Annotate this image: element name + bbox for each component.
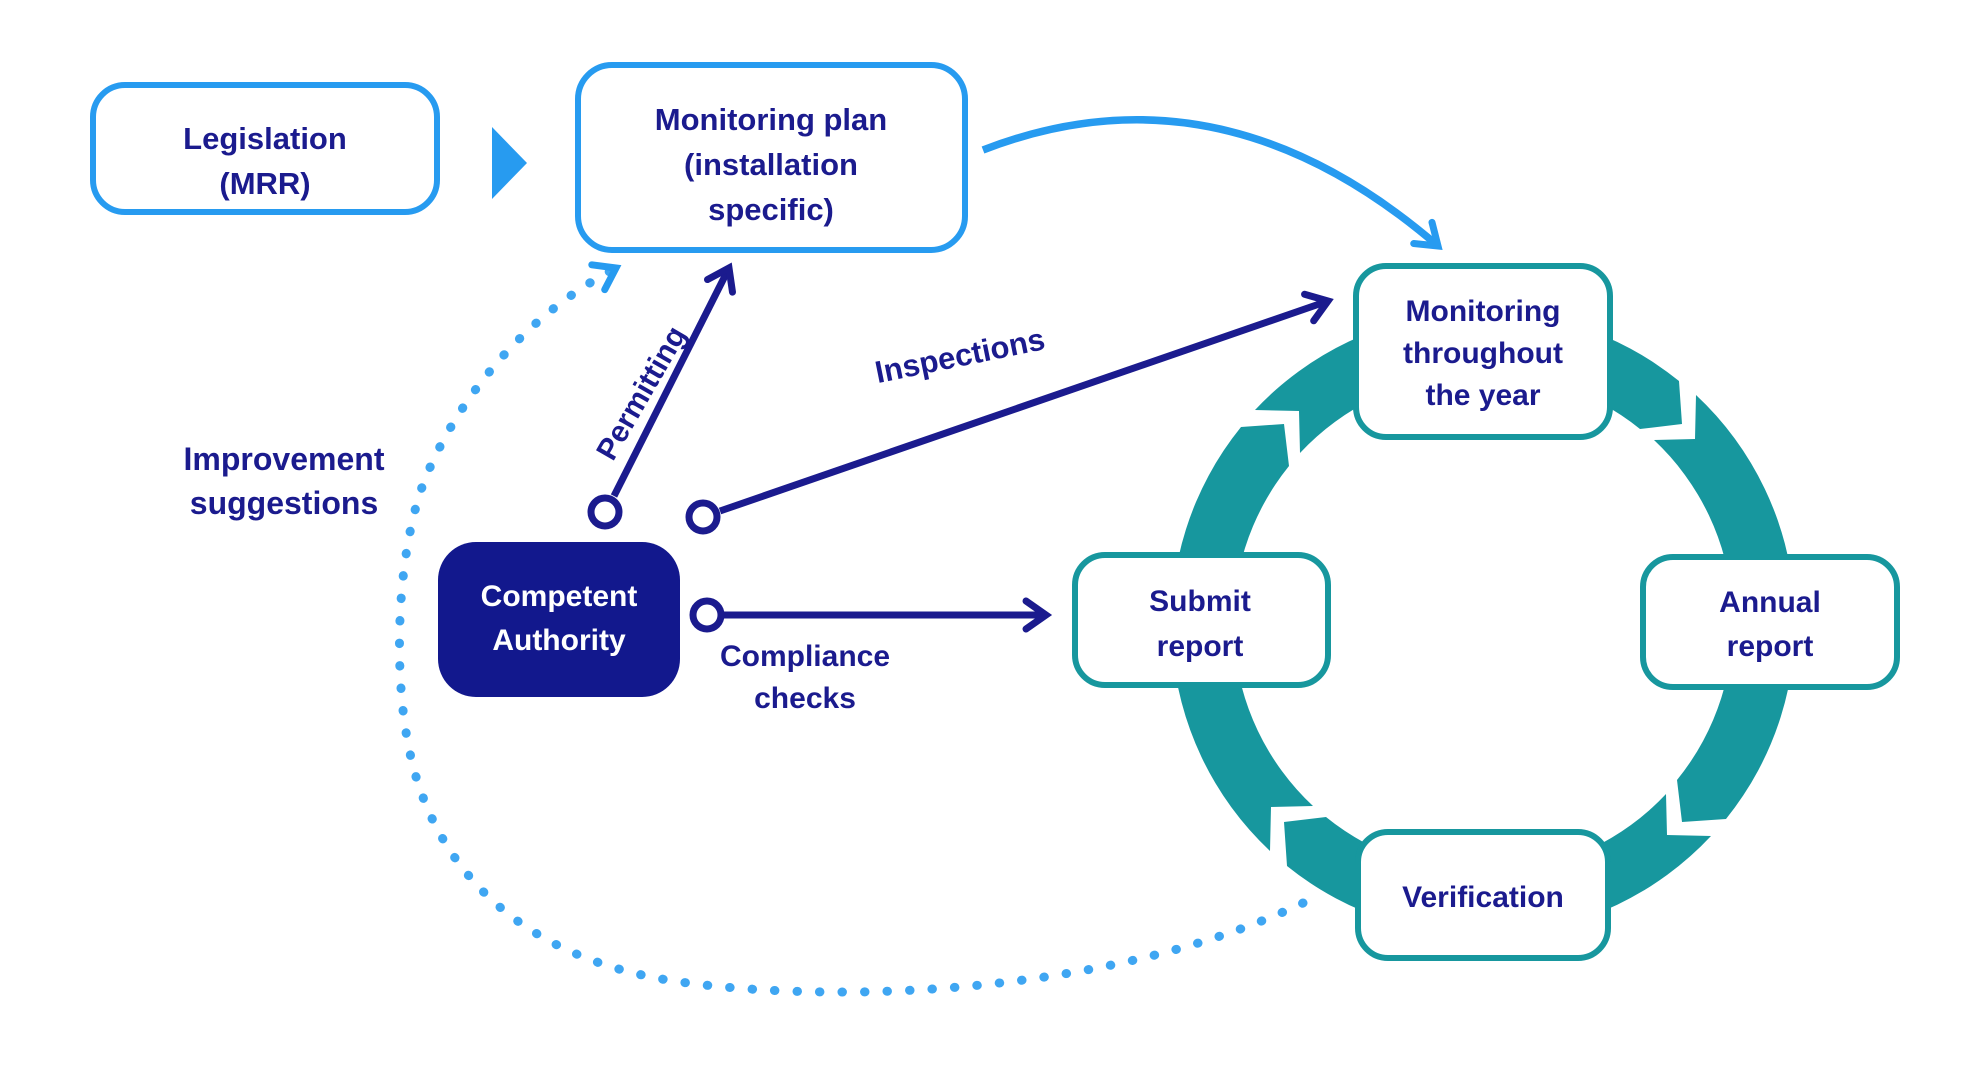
submit-report-label-line1: Submit: [1149, 585, 1251, 618]
compliance-checks-label-line2: checks: [754, 682, 856, 715]
legislation-box: [90, 82, 440, 215]
verification-label: Verification: [1402, 881, 1564, 914]
submit-report-label-line2: report: [1157, 630, 1244, 663]
improvement-suggestions-dotted-arrow: [394, 261, 1308, 997]
compliance-checks-label-line1: Compliance: [720, 640, 890, 673]
annual-report-box: [1640, 554, 1900, 690]
monitoring-plan-label-line1: Monitoring plan: [655, 102, 887, 137]
permitting-arrow-origin-circle: [587, 494, 623, 530]
improvement-suggestions-label-line2: suggestions: [190, 485, 378, 521]
monitoring-throughout-year-box: [1353, 263, 1613, 440]
improvement-suggestions-label-line1: Improvement: [184, 441, 385, 477]
annual-report-label-line1: Annual: [1719, 586, 1821, 619]
cycle-ring-segment-left: [1171, 424, 1313, 851]
monitoring-year-label-line1: Monitoring: [1406, 295, 1561, 328]
annual-report-label-line2: report: [1727, 630, 1814, 663]
monitoring-year-label-line2: throughout: [1403, 337, 1563, 370]
compliance-checks-arrow-origin-circle: [689, 597, 725, 633]
permitting-arrow: [610, 262, 736, 498]
inspections-label: Inspections: [872, 321, 1048, 390]
legislation-to-plan-arrow: [492, 127, 527, 199]
monitoring-plan-to-cycle-arrow: [981, 116, 1443, 250]
monitoring-plan-label-line3: specific): [708, 192, 834, 227]
monitoring-year-label-line3: the year: [1425, 379, 1540, 412]
legislation-label-line2: (MRR): [219, 166, 310, 201]
monitoring-plan-label-line2: (installation: [684, 147, 858, 182]
submit-report-box: [1072, 552, 1331, 688]
inspections-arrow-origin-circle: [685, 499, 721, 535]
competent-authority-box: [438, 542, 680, 697]
legislation-label-line1: Legislation: [183, 121, 347, 156]
competent-authority-arrows: [587, 262, 1334, 633]
verification-box: [1355, 829, 1611, 961]
competent-authority-label-line1: Competent: [481, 580, 638, 613]
monitoring-plan-box: [575, 62, 968, 253]
competent-authority-label-line2: Authority: [492, 624, 626, 657]
inspections-arrow: [718, 290, 1334, 515]
cycle-ring-segment-right: [1654, 395, 1796, 822]
